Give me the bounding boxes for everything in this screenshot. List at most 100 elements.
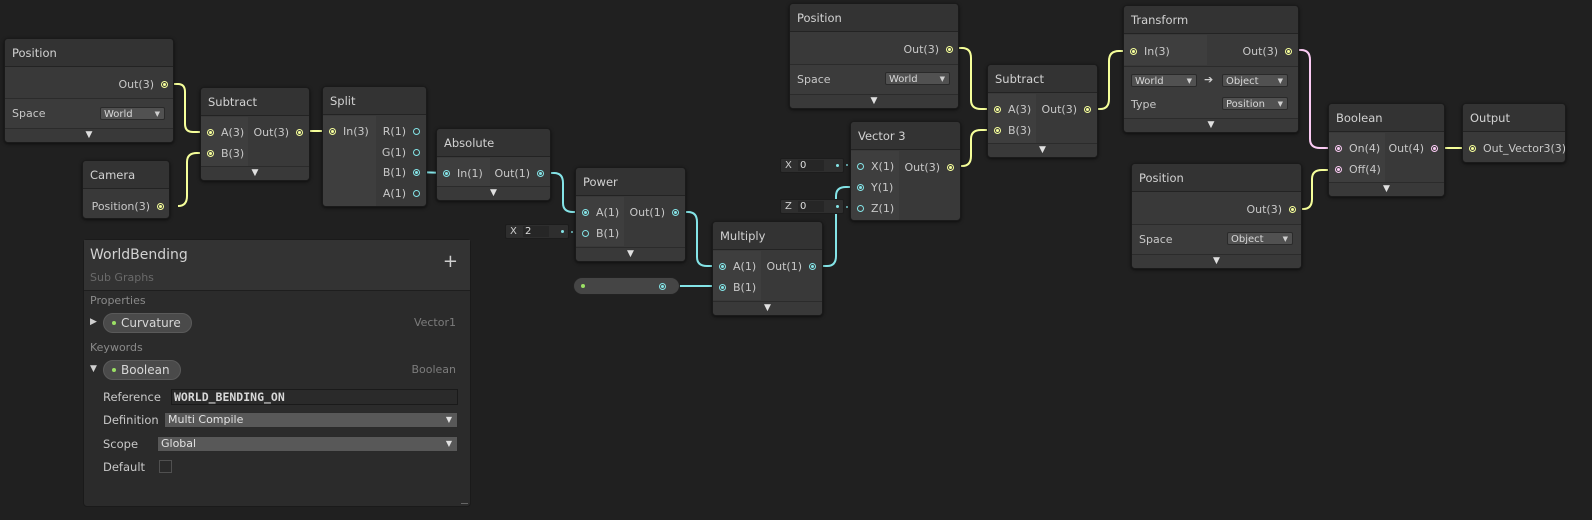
input-pin-b[interactable] — [719, 284, 726, 291]
blackboard-subtitle: Sub Graphs — [90, 271, 154, 284]
output-pin[interactable] — [1084, 106, 1091, 113]
camera-node[interactable]: Camera Position(3) — [82, 160, 170, 219]
dropdown-arrow-icon: ▼ — [1282, 235, 1288, 243]
chevron-down-icon[interactable]: ▼ — [201, 166, 309, 180]
definition-dropdown[interactable]: Multi Compile ▼ — [164, 412, 458, 428]
input-pin-a[interactable] — [994, 106, 1001, 113]
output-pin[interactable] — [672, 209, 679, 216]
input-pin-a[interactable] — [719, 263, 726, 270]
space-row: Space Object ▼ — [1132, 224, 1301, 255]
space-dropdown[interactable]: World ▼ — [100, 107, 165, 120]
input-pin-b[interactable] — [582, 230, 589, 237]
space-dropdown[interactable]: World ▼ — [885, 72, 950, 85]
chevron-down-icon[interactable]: ▼ — [437, 186, 550, 200]
blackboard-panel[interactable]: WorldBending Sub Graphs + Properties ▶ C… — [83, 239, 471, 507]
output-pin-a[interactable] — [413, 190, 420, 197]
property-row-curvature[interactable]: ▶ Curvature Vector1 — [84, 313, 470, 335]
to-space-dropdown[interactable]: Object ▼ — [1222, 74, 1288, 87]
boolean-keyword-node[interactable]: Boolean On(4) Off(4) Out(4) ▼ — [1328, 103, 1445, 197]
chevron-down-icon[interactable]: ▼ — [988, 143, 1097, 157]
chevron-down-icon[interactable]: ▼ — [5, 128, 173, 142]
subtract-node[interactable]: Subtract A(3) B(3) Out(3) ▼ — [200, 87, 310, 181]
keyword-row-boolean[interactable]: ▼ Boolean Boolean — [84, 360, 470, 382]
chevron-down-icon[interactable]: ▼ — [576, 247, 685, 261]
output-pin[interactable] — [947, 164, 954, 171]
transform-node[interactable]: Transform In(3) Out(3) World ▼ ➔ Object … — [1123, 5, 1299, 133]
chevron-down-icon[interactable]: ▼ — [1329, 182, 1444, 196]
output-pin[interactable] — [659, 283, 666, 290]
chevron-down-icon[interactable]: ▼ — [713, 301, 822, 315]
type-dropdown[interactable]: Position ▼ — [1222, 97, 1288, 110]
chevron-down-icon[interactable]: ▼ — [90, 364, 97, 374]
input-pin[interactable] — [1130, 48, 1137, 55]
port-in-a: A(3) — [221, 126, 245, 139]
field-value[interactable]: 2 — [523, 226, 549, 237]
reference-label: Reference — [103, 390, 161, 404]
input-pin-b[interactable] — [994, 127, 1001, 134]
position-node[interactable]: Position Out(3) Space World ▼ ▼ — [789, 3, 959, 109]
output-pin[interactable] — [809, 263, 816, 270]
output-pin[interactable] — [946, 46, 953, 53]
power-node[interactable]: Power A(1) B(1) Out(1) ▼ — [575, 167, 686, 262]
resize-handle-icon[interactable] — [461, 500, 468, 504]
property-pill[interactable]: Curvature — [103, 313, 192, 333]
split-node[interactable]: Split In(3) R(1) G(1) B(1) A(1) — [322, 86, 427, 207]
output-pin-r[interactable] — [413, 128, 420, 135]
node-title: Subtract — [201, 88, 309, 116]
chevron-down-icon[interactable]: ▼ — [1124, 118, 1298, 132]
space-value: World — [104, 109, 133, 120]
position-node[interactable]: Position Out(3) Space Object ▼ ▼ — [1131, 163, 1302, 269]
vector3-node[interactable]: Vector 3 X(1) Y(1) Z(1) Out(3) — [850, 121, 961, 221]
output-pin[interactable] — [296, 129, 303, 136]
chevron-right-icon[interactable]: ▶ — [90, 317, 97, 327]
field-value[interactable]: 0 — [798, 160, 824, 171]
scope-dropdown[interactable]: Global ▼ — [157, 436, 458, 452]
node-title: Position — [790, 4, 958, 32]
port-out: Out(3) — [1041, 103, 1077, 116]
default-label: Default — [103, 460, 146, 474]
input-pin-off[interactable] — [1335, 166, 1342, 173]
input-pin-a[interactable] — [582, 209, 589, 216]
input-pin-x[interactable] — [857, 163, 864, 170]
keyword-pill[interactable]: Boolean — [103, 360, 181, 380]
chevron-down-icon[interactable]: ▼ — [790, 94, 958, 108]
absolute-node[interactable]: Absolute In(1) Out(1) ▼ — [436, 128, 551, 201]
output-node[interactable]: Output Out_Vector3(3) — [1462, 103, 1566, 163]
output-pin[interactable] — [161, 81, 168, 88]
port-out: Out(3) — [253, 126, 289, 139]
space-dropdown[interactable]: Object ▼ — [1227, 232, 1293, 245]
from-space-dropdown[interactable]: World ▼ — [1131, 74, 1197, 87]
chevron-down-icon[interactable]: ▼ — [1132, 254, 1301, 268]
default-checkbox[interactable] — [159, 460, 172, 473]
input-pin[interactable] — [443, 170, 450, 177]
output-pin[interactable] — [1431, 145, 1438, 152]
output-pin[interactable] — [157, 203, 164, 210]
field-value[interactable]: 0 — [798, 201, 824, 212]
input-pin[interactable] — [1469, 145, 1476, 152]
input-pin-z[interactable] — [857, 205, 864, 212]
input-pin-on[interactable] — [1335, 145, 1342, 152]
output-pin[interactable] — [1285, 48, 1292, 55]
dropdown-arrow-icon: ▼ — [154, 110, 160, 118]
input-pin-y[interactable] — [857, 184, 864, 191]
node-title: Power — [576, 168, 685, 196]
output-pin[interactable] — [1289, 206, 1296, 213]
space-value: World — [889, 74, 918, 85]
multiply-node[interactable]: Multiply A(1) B(1) Out(1) ▼ — [712, 221, 823, 316]
subtract-node[interactable]: Subtract A(3) B(3) Out(3) ▼ — [987, 64, 1098, 158]
output-pin-g[interactable] — [413, 149, 420, 156]
output-pin-b[interactable] — [413, 169, 420, 176]
output-pin[interactable] — [537, 170, 544, 177]
input-pin-b[interactable] — [207, 150, 214, 157]
power-b-field[interactable]: X 2 — [505, 224, 569, 239]
add-icon[interactable]: + — [442, 251, 458, 272]
port-out: Out(1) — [629, 206, 665, 219]
input-pin[interactable] — [329, 128, 336, 135]
input-pin-a[interactable] — [207, 129, 214, 136]
vector3-x-field[interactable]: X 0 — [780, 158, 844, 173]
vector3-z-field[interactable]: Z 0 — [780, 199, 844, 214]
curvature-property-node[interactable] — [573, 277, 680, 295]
position-node[interactable]: Position Out(3) Space World ▼ ▼ — [4, 38, 174, 143]
port-out: Out(3) — [903, 43, 939, 56]
reference-input[interactable]: WORLD_BENDING_ON — [171, 389, 458, 405]
